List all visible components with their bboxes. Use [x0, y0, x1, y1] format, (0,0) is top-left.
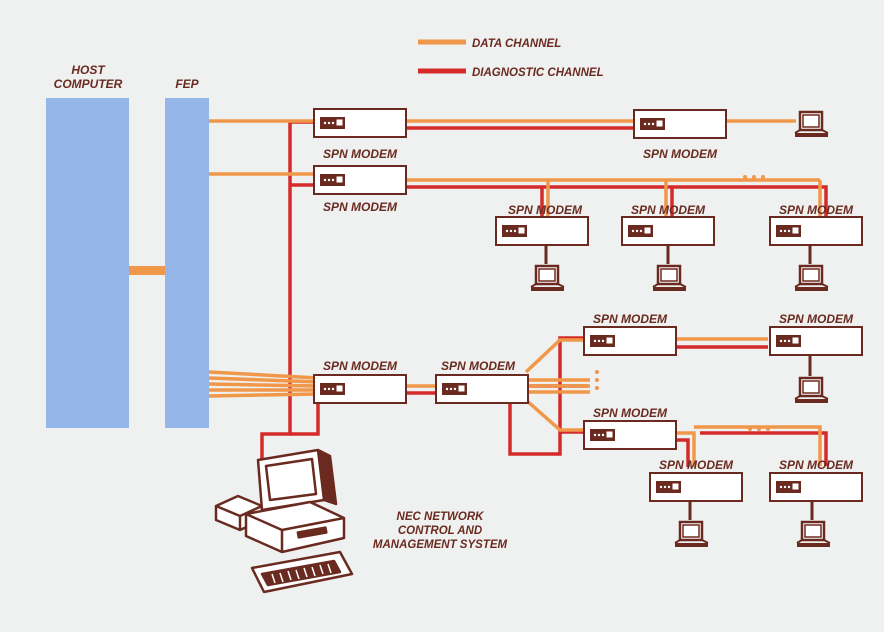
- spn-modem-upper-a: [584, 327, 676, 355]
- modem-label-upper-b: SPN MODEM: [779, 312, 854, 326]
- spn-modem-lower-a: [584, 421, 676, 449]
- modem-label-row1-a: SPN MODEM: [323, 147, 398, 161]
- nms-label-line3: MANAGEMENT SYSTEM: [373, 539, 508, 551]
- modem-label-lower-c: SPN MODEM: [779, 458, 854, 472]
- host-label-line2: COMPUTER: [54, 77, 123, 91]
- spn-modem-row2-d: [770, 217, 862, 245]
- modem-label-row2-c: SPN MODEM: [631, 203, 706, 217]
- spn-modem-row1-a: [314, 109, 406, 137]
- nms-label-line1: NEC NETWORK: [397, 511, 485, 523]
- spn-modem-row1-b: [634, 110, 726, 138]
- spn-modem-lower-c: [770, 473, 862, 501]
- host-computer-block: [46, 98, 129, 428]
- nms-label-line2: CONTROL AND: [398, 525, 482, 537]
- spn-modem-row3-a: [314, 375, 406, 403]
- modem-label-upper-a: SPN MODEM: [593, 312, 668, 326]
- terminal-icon-lower-c: [797, 522, 830, 547]
- modem-label-lower-a: SPN MODEM: [593, 406, 668, 420]
- terminal-icon-row2-b: [531, 266, 564, 291]
- spn-modem-upper-b: [770, 327, 862, 355]
- terminal-icon-upper-b: [795, 378, 828, 403]
- modem-label-row3-b: SPN MODEM: [441, 359, 516, 373]
- modem-label-row2-d: SPN MODEM: [779, 203, 854, 217]
- legend-diagnostic-label: DIAGNOSTIC CHANNEL: [472, 67, 604, 79]
- spn-modem-row2-c: [622, 217, 714, 245]
- spn-modem-row3-b: [436, 375, 528, 403]
- terminal-icon-row1: [795, 112, 828, 137]
- fep-block: [165, 98, 209, 428]
- host-label-line1: HOST: [71, 63, 106, 77]
- modem-label-lower-b: SPN MODEM: [659, 458, 734, 472]
- modem-label-row2-a: SPN MODEM: [323, 200, 398, 214]
- modem-label-row2-b: SPN MODEM: [508, 203, 583, 217]
- modem-label-row3-a: SPN MODEM: [323, 359, 398, 373]
- spn-modem-lower-b: [650, 473, 742, 501]
- terminal-icon-row2-c: [653, 266, 686, 291]
- spn-modem-row2-a: [314, 166, 406, 194]
- modem-label-row1-b: SPN MODEM: [643, 147, 718, 161]
- terminal-icon-row2-d: [795, 266, 828, 291]
- fep-label: FEP: [175, 77, 199, 91]
- legend-data-label: DATA CHANNEL: [472, 38, 561, 50]
- terminal-icon-lower-b: [675, 522, 708, 547]
- spn-modem-row2-b: [496, 217, 588, 245]
- host-fep-link: [129, 266, 165, 275]
